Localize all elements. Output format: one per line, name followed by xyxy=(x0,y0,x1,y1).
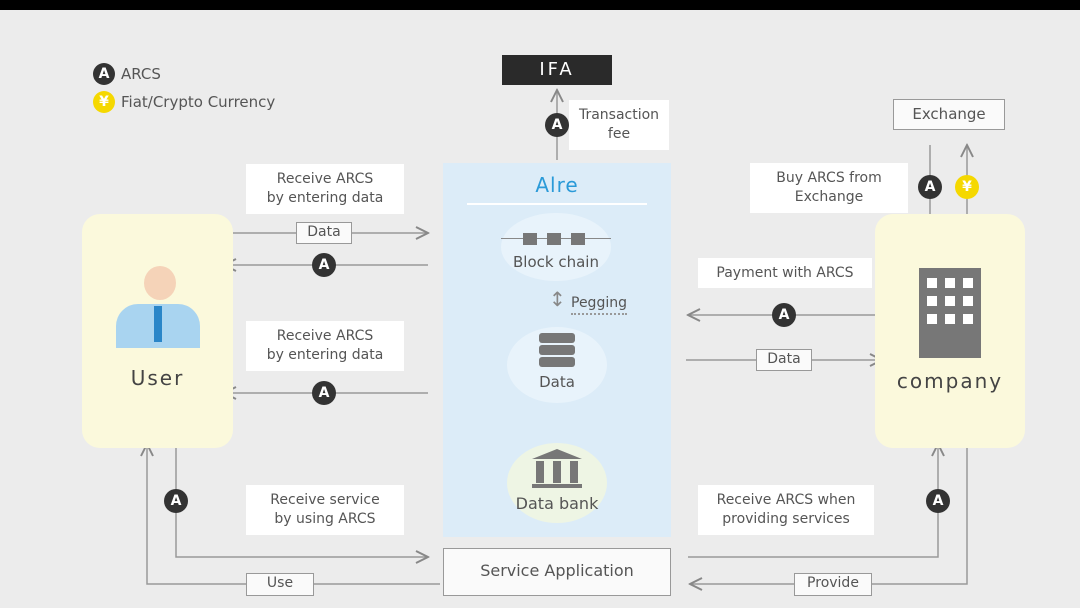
pegging-label: Pegging xyxy=(571,295,627,315)
provide-tag: Provide xyxy=(794,573,872,596)
user-box: User xyxy=(82,214,233,448)
pegging-arrow-icon: ↕ xyxy=(549,287,566,311)
blockchain-node: Block chain xyxy=(501,213,611,281)
blockchain-label: Block chain xyxy=(513,253,599,271)
data-tag-right: Data xyxy=(756,349,812,371)
exchange-box: Exchange xyxy=(893,99,1005,130)
arcs-coin-icon: A xyxy=(93,63,115,85)
data-tag-left: Data xyxy=(296,222,352,244)
arcs-coin-icon: A xyxy=(926,489,950,513)
buy-arcs-label: Buy ARCS from Exchange xyxy=(750,163,908,213)
receive-service-label: Receive service by using ARCS xyxy=(246,485,404,535)
arcs-coin-icon: A xyxy=(545,113,569,137)
databank-label: Data bank xyxy=(515,494,599,513)
use-tag: Use xyxy=(246,573,314,596)
arcs-coin-icon: A xyxy=(772,303,796,327)
data-label: Data xyxy=(539,373,575,391)
ifa-box: IFA xyxy=(502,55,612,85)
blockchain-icon xyxy=(501,229,611,249)
alre-title: Alre xyxy=(535,173,579,197)
user-icon xyxy=(114,266,202,348)
bank-icon xyxy=(532,449,582,488)
receive-when-label: Receive ARCS when providing services xyxy=(698,485,874,535)
legend: A ARCS ¥ Fiat/Crypto Currency xyxy=(93,63,275,113)
building-icon xyxy=(919,268,981,358)
database-icon xyxy=(539,333,575,367)
arcs-coin-icon: A xyxy=(164,489,188,513)
receive-arcs-label-1: Receive ARCS by entering data xyxy=(246,164,404,214)
user-label: User xyxy=(130,366,185,390)
payment-label: Payment with ARCS xyxy=(698,258,872,288)
yen-coin-icon: ¥ xyxy=(93,91,115,113)
legend-fiat: Fiat/Crypto Currency xyxy=(121,93,276,111)
yen-coin-icon: ¥ xyxy=(955,175,979,199)
arcs-coin-icon: A xyxy=(312,253,336,277)
databank-node: Data bank xyxy=(507,443,607,523)
company-box: company xyxy=(875,214,1025,448)
arcs-coin-icon: A xyxy=(918,175,942,199)
arcs-coin-icon: A xyxy=(312,381,336,405)
receive-arcs-label-2: Receive ARCS by entering data xyxy=(246,321,404,371)
service-application-box: Service Application xyxy=(443,548,671,596)
legend-arcs: ARCS xyxy=(121,65,161,83)
transaction-fee-label: Transaction fee xyxy=(569,100,669,150)
data-node: Data xyxy=(507,327,607,403)
company-label: company xyxy=(896,369,1004,393)
alre-panel: Alre Block chain Pegging ↕ Data Data ban… xyxy=(443,163,671,537)
top-bar xyxy=(0,0,1080,10)
